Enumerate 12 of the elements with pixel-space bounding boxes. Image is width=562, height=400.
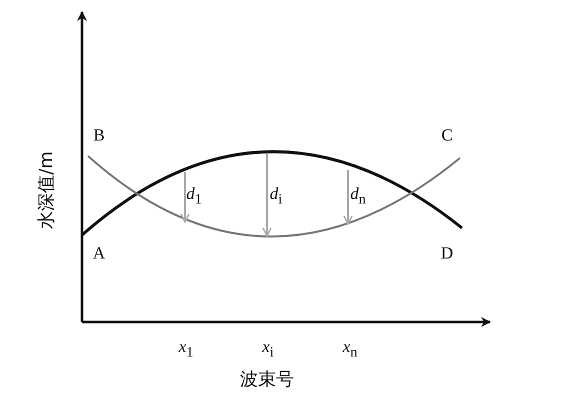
distance-label: d$_{i}$ (270, 185, 282, 207)
point-label: C (441, 126, 453, 144)
tick-label: x$_{1}$ (178, 338, 194, 360)
axis-title: 波束号 (240, 371, 294, 389)
distance-label: d$_{n}$ (350, 185, 366, 207)
tick-label: x$_{n}$ (342, 338, 358, 360)
point-label: D (440, 244, 454, 262)
point-label: A (92, 244, 106, 262)
point-label: B (93, 126, 105, 144)
axis-title: 水深值/m (38, 151, 56, 229)
tick-label: x$_{i}$ (262, 338, 274, 360)
distance-label: d$_{1}$ (186, 185, 202, 207)
